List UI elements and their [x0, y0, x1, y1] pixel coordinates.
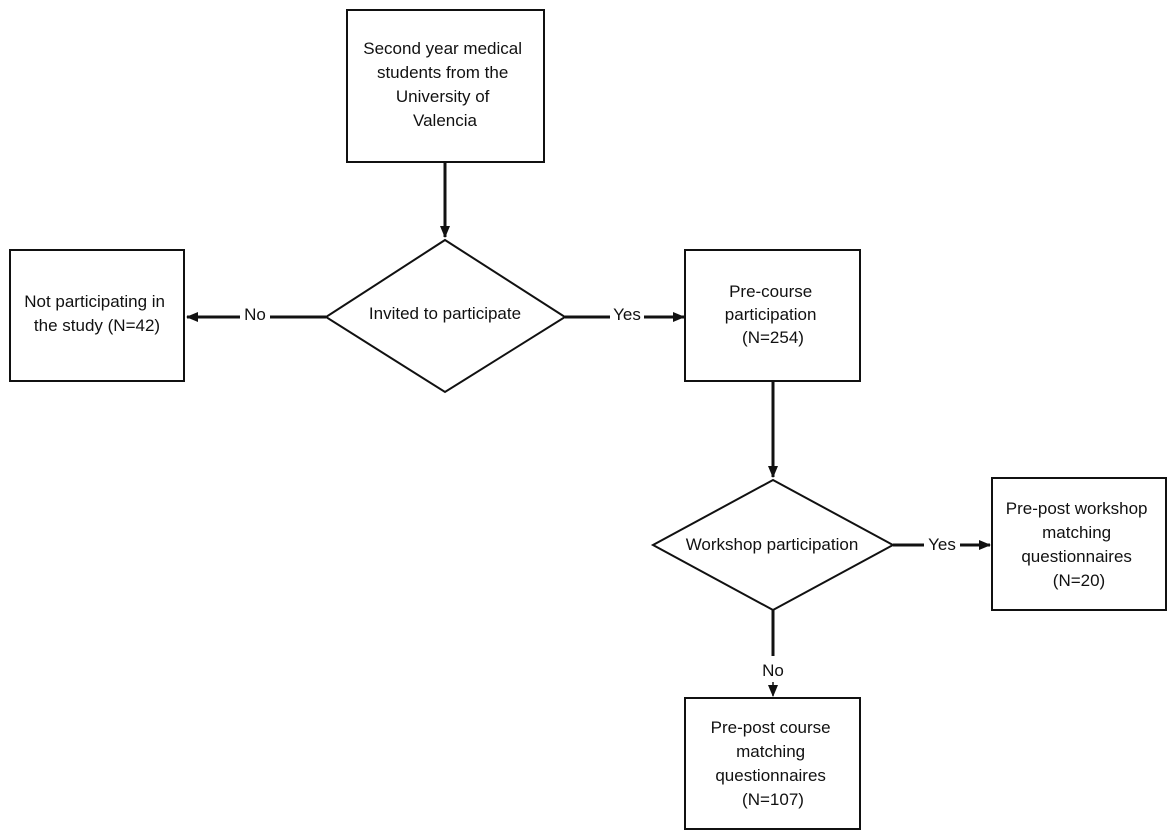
- node-precourse-box: [684, 249, 861, 382]
- node-not-participating-line-1: Not participating in: [24, 292, 165, 311]
- node-prepost-course-line-4: (N=107): [742, 790, 804, 809]
- node-prepost-workshop-label: Pre-post workshop matching questionnaire…: [1006, 499, 1152, 590]
- node-prepost-workshop-box: [991, 477, 1167, 611]
- node-prepost-workshop-line-3: questionnaires: [1021, 547, 1132, 566]
- node-prepost-course-label: Pre-post course matching questionnaires …: [711, 718, 836, 809]
- node-workshop-label: Workshop participation: [686, 535, 859, 554]
- node-workshop-diamond: [650, 478, 896, 612]
- node-prepost-workshop-line-4: (N=20): [1053, 571, 1105, 590]
- node-students-box: [346, 9, 545, 163]
- node-precourse-line-1: Pre-course: [729, 282, 812, 301]
- node-prepost-course-line-2: matching: [736, 742, 805, 761]
- node-prepost-course-line-1: Pre-post course: [711, 718, 831, 737]
- node-not-participating-box: [9, 249, 185, 382]
- node-prepost-course-box: [684, 697, 861, 830]
- node-precourse-line-2: participation: [725, 305, 817, 324]
- edge-label-workshop-no: No: [762, 661, 784, 680]
- node-precourse-label: Pre-course participation (N=254): [725, 282, 821, 347]
- node-students-line-1: Second year medical: [363, 39, 522, 58]
- node-prepost-course-line-3: questionnaires: [715, 766, 826, 785]
- node-prepost-workshop-line-1: Pre-post workshop: [1006, 499, 1148, 518]
- node-invited-label: Invited to participate: [369, 304, 521, 323]
- node-not-participating-line-2: the study (N=42): [34, 316, 160, 335]
- node-not-participating-label: Not participating in the study (N=42): [24, 292, 170, 335]
- edge-label-invited-yes: Yes: [613, 305, 641, 324]
- node-invited-line-1: Invited to participate: [369, 304, 521, 323]
- node-students-line-3: University of: [396, 87, 490, 106]
- node-precourse-line-3: (N=254): [742, 328, 804, 347]
- node-students-line-4: Valencia: [413, 111, 477, 130]
- node-students-label: Second year medical students from the Un…: [363, 39, 527, 130]
- node-prepost-workshop-line-2: matching: [1042, 523, 1111, 542]
- edge-label-invited-no: No: [244, 305, 266, 324]
- node-workshop-line-1: Workshop participation: [686, 535, 859, 554]
- node-students-line-2: students from the: [377, 63, 508, 82]
- node-invited-diamond: [324, 238, 567, 394]
- edge-label-workshop-yes: Yes: [928, 535, 956, 554]
